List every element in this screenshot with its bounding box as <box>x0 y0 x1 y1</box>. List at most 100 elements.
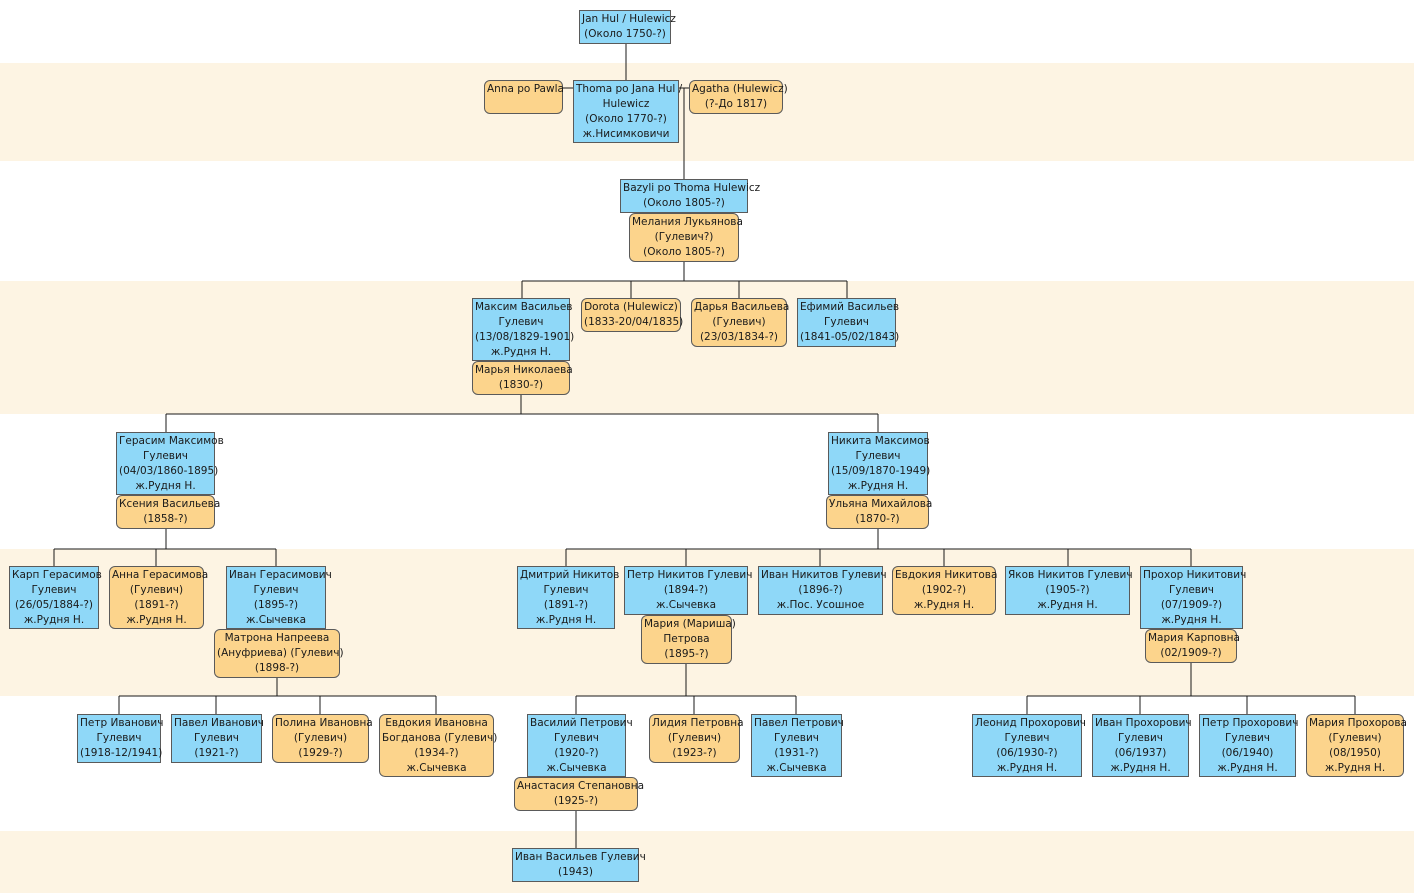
person-mariya-karpovna[interactable]: Мария Карповна(02/1909-?) <box>1145 629 1240 663</box>
person-marya-nikolaeva[interactable]: Марья Николаева(1830-?) <box>472 361 573 395</box>
person-mariya-petrova[interactable]: Мария (Мариша)Петрова(1895-?) <box>641 615 736 664</box>
person-anna-po-pawla[interactable]: Anna po Pawla <box>484 80 564 114</box>
person-anna-gerasimova[interactable]: Анна Герасимова(Гулевич)(1891-?)ж.Рудня … <box>109 566 208 629</box>
person-polina-ivanovna[interactable]: Полина Ивановна(Гулевич)(1929-?) <box>272 714 373 763</box>
person-text-line: (1858-?) <box>143 513 188 525</box>
person-text-line: Гулевич <box>823 316 869 328</box>
person-text-line: (?-До 1817) <box>704 98 768 110</box>
person-text-line: Яков Никитов Гулевич <box>1008 569 1133 581</box>
person-text-line: ж.Сычевка <box>766 762 827 774</box>
person-text-line: Петр Иванович <box>80 717 164 729</box>
person-text-line: (1898-?) <box>254 662 300 674</box>
person-text-line: (Гулевич) <box>667 732 722 744</box>
person-text-line: Никита Максимов <box>831 435 930 447</box>
person-text-line: (04/03/1860-1895) <box>119 465 219 477</box>
person-text-line: Гулевич <box>193 732 239 744</box>
person-text-line: Герасим Максимов <box>119 435 224 447</box>
person-thoma-hulewicz[interactable]: Thoma po Jana Hul /Hulewicz(Около 1770-?… <box>573 80 683 143</box>
person-bazyli-hulewicz[interactable]: Bazyli po Thoma Hulewicz(Около 1805-?) <box>620 179 760 213</box>
person-dorota-hulewicz[interactable]: Dorota (Hulewicz)(1833-20/04/1835) <box>581 298 684 332</box>
person-text-line: Матрона Напреева <box>224 632 330 644</box>
person-text-line: (Гулевич?) <box>654 231 714 243</box>
person-agatha-hulewicz[interactable]: Agatha (Hulewicz) (?-До 1817) <box>689 80 788 114</box>
person-text-line: ж.Рудня Н. <box>996 762 1058 774</box>
person-text-line: ж.Пос. Усошное <box>776 599 865 611</box>
person-melania-lukyanova[interactable]: Мелания Лукьянова(Гулевич?)(Около 1805-?… <box>629 213 743 262</box>
person-text-line: Василий Петрович <box>530 717 633 729</box>
person-text-line: (1896-?) <box>798 584 843 596</box>
person-text-line: (1894-?) <box>663 584 709 596</box>
person-kseniya-vasileva[interactable]: Ксения Васильева(1858-?) <box>116 495 220 529</box>
person-petr-nikitov-gulevich[interactable]: Петр Никитов Гулевич(1894-?)ж.Сычевка <box>624 566 752 615</box>
person-text-line: ж.Рудня Н. <box>135 480 196 492</box>
person-text-line: Полина Ивановна <box>275 717 373 729</box>
person-text-line: Петрова <box>663 633 710 645</box>
person-text-line: ж.Рудня Н. <box>126 614 187 626</box>
generation-band <box>0 831 1414 893</box>
person-text-line: Дарья Васильева <box>694 301 790 313</box>
person-text-line: (1931-?) <box>774 747 819 759</box>
person-text-line: (Гулевич) <box>1328 732 1382 744</box>
person-text-line: Карп Герасимов <box>12 569 102 581</box>
person-text-line: Hulewicz <box>602 98 650 110</box>
person-text-line: Гулевич <box>498 316 544 328</box>
person-text-line: (1934-?) <box>414 747 459 759</box>
person-jan-hulewicz[interactable]: Jan Hul / Hulewicz(Около 1750-?) <box>579 10 676 44</box>
person-text-line: (1833-20/04/1835) <box>584 316 684 328</box>
person-text-line: (02/1909-?) <box>1160 647 1222 659</box>
person-text-line: Гулевич <box>1224 732 1270 744</box>
person-text-line: Agatha (Hulewicz) <box>692 83 788 95</box>
person-ivan-nikitov-gulevich[interactable]: Иван Никитов Гулевич(1896-?)ж.Пос. Усошн… <box>758 566 887 615</box>
person-text-line: Павел Иванович <box>174 717 265 729</box>
person-text-line: (06/1930-?) <box>996 747 1058 759</box>
person-text-line: (26/05/1884-?) <box>14 599 94 611</box>
person-text-line: Лидия Петровна <box>652 717 744 729</box>
person-text-line: ж.Рудня Н. <box>1037 599 1098 611</box>
person-text-line: Thoma po Jana Hul / <box>576 83 683 95</box>
person-text-line: ж.Сычевка <box>546 762 607 774</box>
person-text-line: (1921-?) <box>194 747 239 759</box>
person-text-line: Гулевич <box>553 732 599 744</box>
person-mariya-prokhorova[interactable]: Мария Прохорова(Гулевич)(08/1950)ж.Рудня… <box>1306 714 1407 777</box>
person-text-line: (Около 1750-?) <box>584 28 666 40</box>
person-text-line: (1929-?) <box>298 747 343 759</box>
person-text-line: ж.Рудня Н. <box>847 480 909 492</box>
person-text-line: ж.Сычевка <box>406 762 467 774</box>
person-text-line: Прохор Никитович <box>1143 569 1247 581</box>
person-yakov-nikitov-gulevich[interactable]: Яков Никитов Гулевич (1905-?) ж.Рудня Н. <box>1005 566 1133 615</box>
person-text-line: (1925-?) <box>553 795 599 807</box>
person-darya-vasileva[interactable]: Дарья Васильева(Гулевич)(23/03/1834-?) <box>691 298 790 347</box>
person-text-line: (1902-?) <box>921 584 967 596</box>
person-anastasiya-stepanovna[interactable]: Анастасия Степановна(1925-?) <box>514 777 644 811</box>
person-ivan-vasilev-gulevich[interactable]: Иван Васильев Гулевич(1943) <box>512 848 646 882</box>
person-lidiya-petrovna[interactable]: Лидия Петровна(Гулевич)(1923-?) <box>649 714 744 763</box>
person-text-line: Богданова (Гулевич) <box>382 732 498 744</box>
person-ulyana-mikhaylova[interactable]: Ульяна Михайлова(1870-?) <box>826 495 932 529</box>
person-text-line: Гулевич <box>1168 584 1214 596</box>
person-text-line: (1830-?) <box>498 379 544 391</box>
person-text-line: Ефимий Васильев <box>800 301 900 313</box>
person-evdokiya-nikitova[interactable]: Евдокия Никитова(1902-?)ж.Рудня Н. <box>892 566 997 615</box>
person-matrona-napreeva[interactable]: Матрона Напреева(Ануфриева) (Гулевич)(18… <box>214 629 344 678</box>
person-text-line: ж.Рудня Н. <box>1161 614 1222 626</box>
person-text-line: (1905-?) <box>1045 584 1090 596</box>
person-text-line: Евдокия Ивановна <box>385 717 488 729</box>
person-text-line: (1895-?) <box>253 599 299 611</box>
